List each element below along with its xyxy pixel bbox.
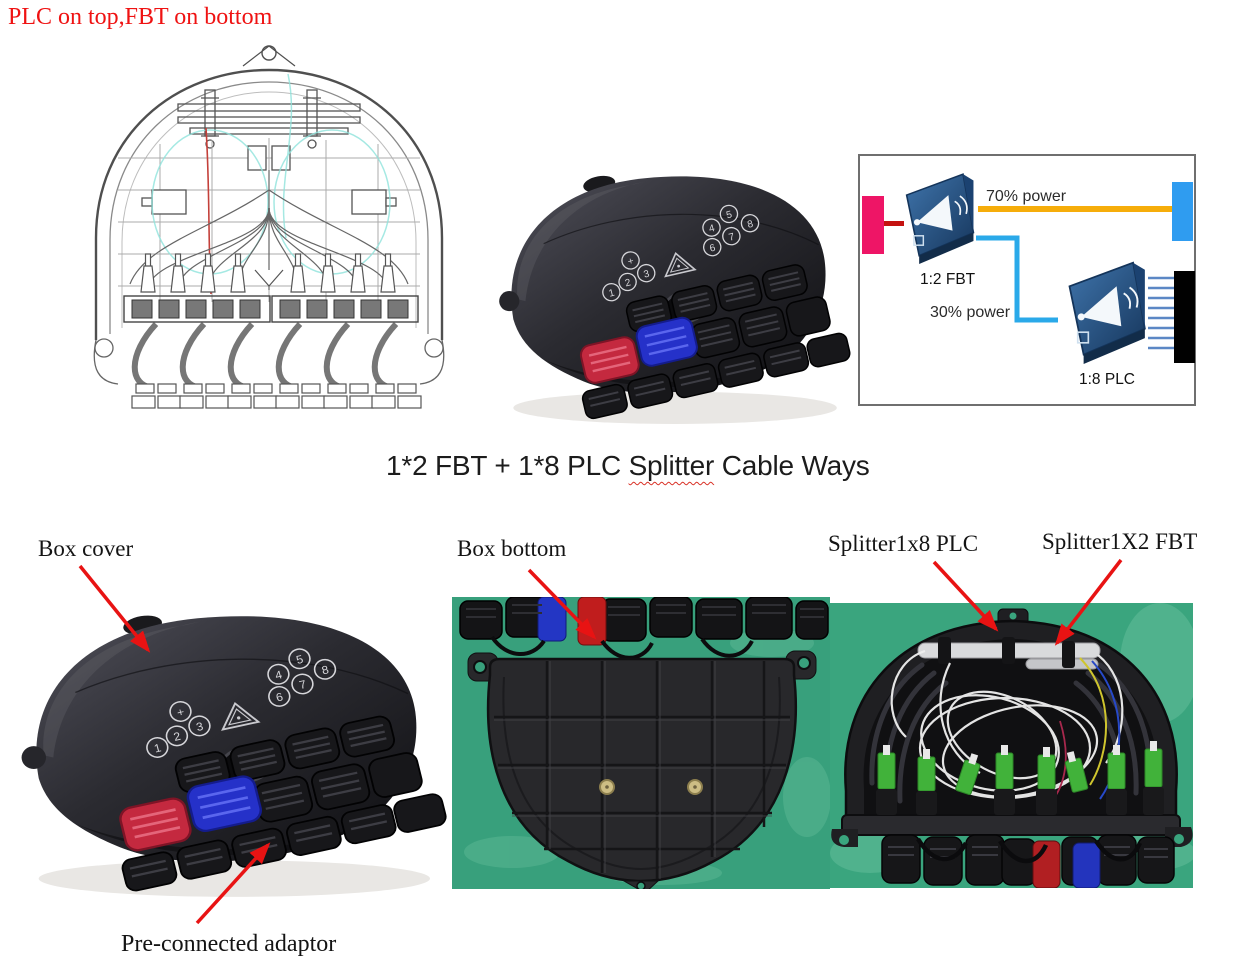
base-plate [467, 650, 817, 889]
title-text-post: Cable Ways [714, 450, 870, 481]
splice-holders [140, 253, 396, 293]
cable-loops [131, 321, 399, 391]
splitter-plc-label: Splitter1x8 PLC [828, 531, 979, 556]
box-cover-label: Box cover [38, 536, 134, 561]
mat-highlights [464, 629, 830, 885]
open-box-with-splitters-photo [830, 603, 1193, 888]
gland-blocks [123, 295, 419, 323]
input-fiber-block [862, 196, 884, 254]
power70-line [978, 206, 1172, 212]
power70-label: 70% power [986, 188, 1067, 205]
fiber-coils [890, 649, 1124, 800]
title-text-pre: 1*2 FBT + 1*8 PLC [386, 450, 629, 481]
cable-feet [131, 383, 422, 409]
plate-grid [494, 661, 790, 879]
pre-connected-adaptor-label: Pre-connected adaptor [121, 931, 337, 957]
closure-internal-line-drawing [93, 45, 445, 409]
splitter-fbt-label: Splitter1X2 FBT [1042, 529, 1198, 554]
power30-line [976, 235, 1058, 323]
splitter-tubes [917, 637, 1101, 670]
fbt-label: 1:2 FBT [920, 271, 976, 288]
bottom-connectors [881, 834, 1175, 888]
red-connector [577, 597, 607, 646]
single-output-block [1172, 182, 1193, 241]
mount-hardware [177, 89, 361, 149]
power30-label: 30% power [930, 304, 1011, 321]
closure-box-render-photo-large [20, 611, 450, 899]
blue-connector [1072, 842, 1101, 888]
blue-connector [537, 597, 567, 642]
multi-output-block [1174, 271, 1195, 363]
green-connectors [876, 741, 1164, 815]
splitter-diagram: 70% power 1:2 FBT 30% power 1:8 PLC [858, 154, 1196, 411]
plc-label: 1:8 PLC [1079, 371, 1135, 388]
closure-box-render-photo [497, 172, 853, 426]
input-stub-line [884, 221, 904, 226]
title-text-underlined: Splitter [628, 450, 715, 481]
page-title: 1*2 FBT + 1*8 PLC Splitter Cable Ways [386, 450, 870, 482]
plc-fanout-lines [1148, 276, 1174, 350]
box-bottom-photo [452, 597, 830, 889]
top-note: PLC on top,FBT on bottom [8, 4, 273, 30]
box-bottom-label: Box bottom [457, 536, 567, 561]
